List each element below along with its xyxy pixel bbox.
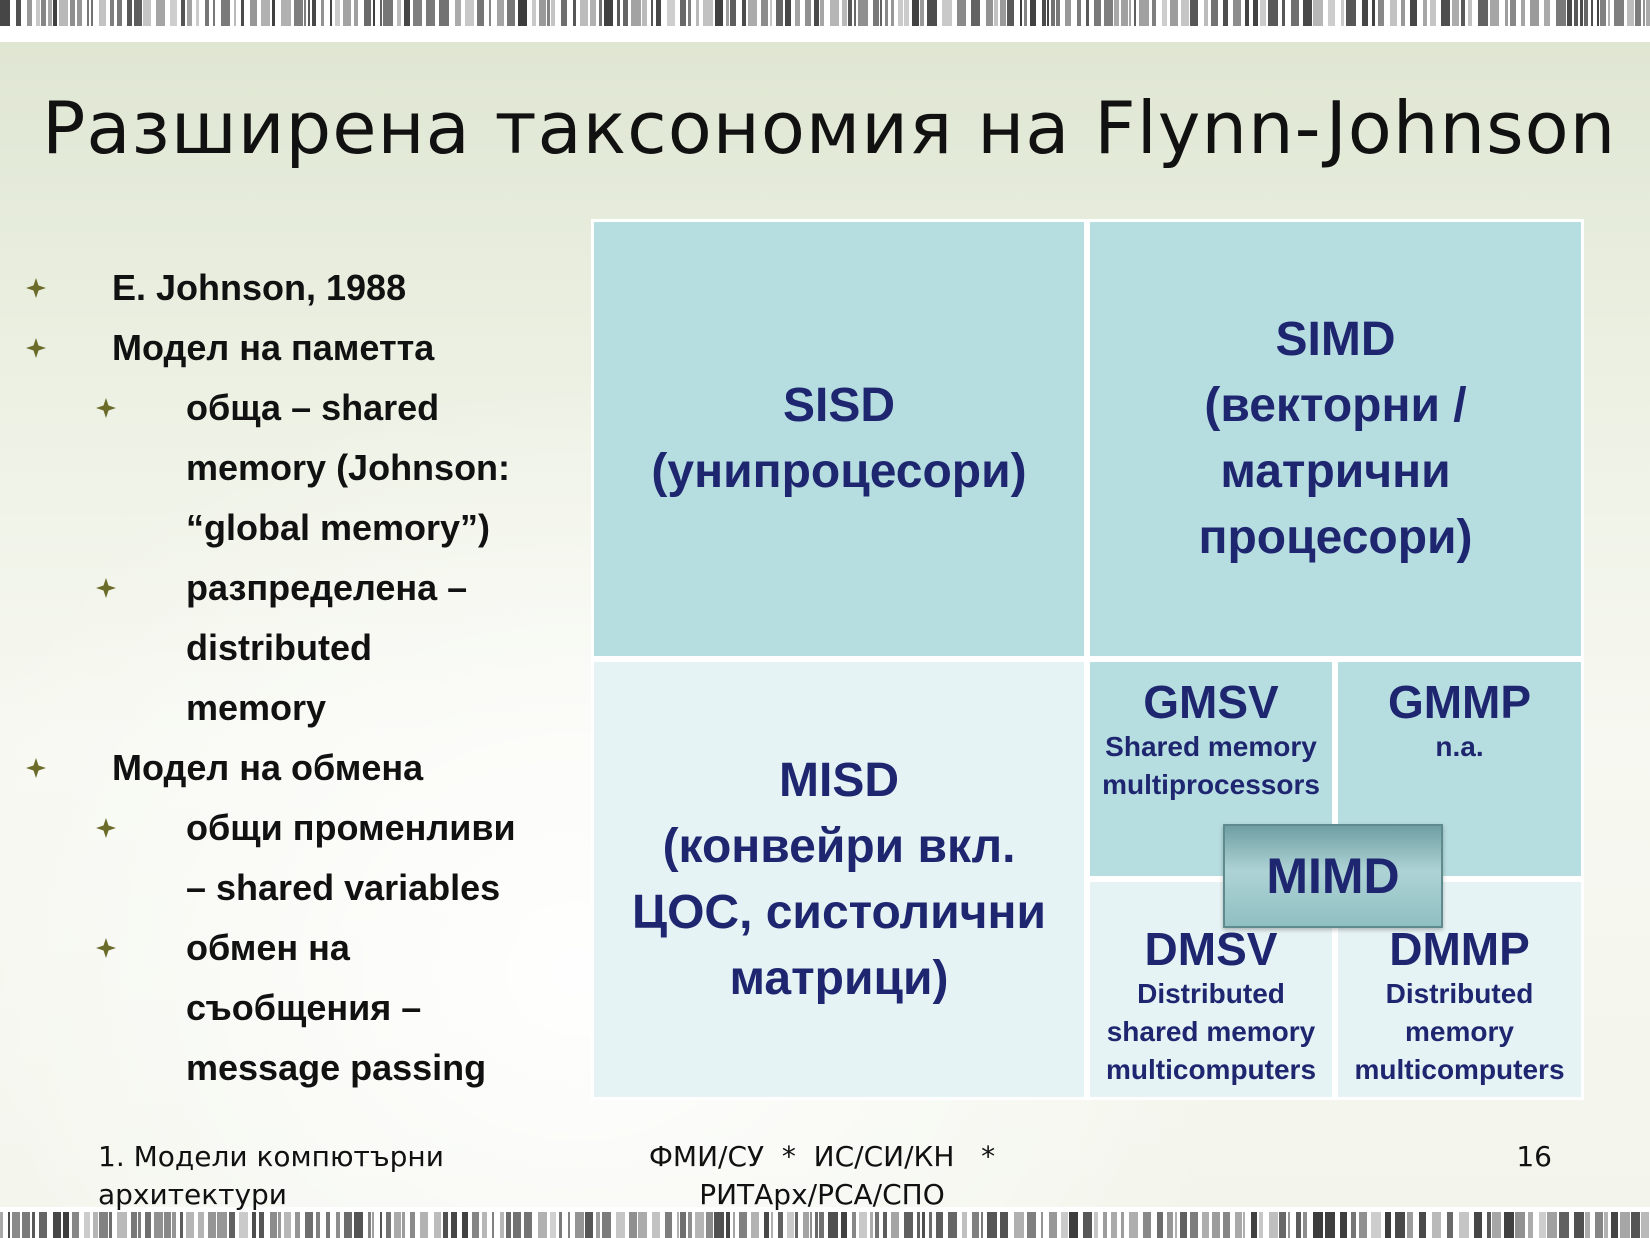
dmsv-desc-2: shared memory — [1106, 1016, 1316, 1047]
bullet-text: обща – shared — [186, 387, 440, 428]
bullet-item: общи променливи — [20, 798, 580, 858]
bottom-stripe-graphic — [0, 1212, 1649, 1238]
footer-institution-line2: РИТАрх/РСА/СПО — [699, 1178, 945, 1211]
bullet-item: съобщения – — [20, 978, 580, 1038]
top-stripe-graphic — [0, 0, 1650, 26]
gmsv-desc-2: multiprocessors — [1102, 769, 1320, 800]
gmsv-cell: GMSV Shared memory multiprocessors — [1087, 659, 1335, 879]
bullet-text: message passing — [186, 1047, 487, 1088]
simd-cell: SIMD (векторни / матрични процесори) — [1087, 219, 1584, 659]
dmmp-desc-1: Distributed — [1385, 978, 1534, 1009]
misd-desc-1: (конвейри вкл. — [662, 819, 1016, 873]
four-point-star-bullet-icon — [96, 578, 116, 598]
bullet-item: message passing — [20, 1038, 580, 1098]
bullet-text: общи променливи — [186, 807, 516, 848]
bullet-item: разпределена – — [20, 558, 580, 618]
misd-desc-2: ЦОС, систолични — [632, 885, 1046, 939]
gmsv-name: GMSV — [1143, 676, 1279, 728]
bullet-text: E. Johnson, 1988 — [112, 267, 407, 308]
bullet-item: distributed — [20, 618, 580, 678]
bullet-text: memory — [186, 687, 327, 728]
footer-course: 1. Модели компютърни архитектури — [98, 1138, 444, 1214]
bottom-barcode-stripe — [0, 1212, 1650, 1238]
dmsv-desc-3: multicomputers — [1105, 1054, 1317, 1085]
footer-institution-line1: ФМИ/СУ * ИС/СИ/КН * — [648, 1140, 996, 1173]
four-point-star-bullet-icon — [26, 338, 46, 358]
slide-number: 16 — [1516, 1140, 1552, 1173]
simd-name: SIMD — [1275, 313, 1396, 366]
bullet-text: – shared variables — [186, 867, 501, 908]
simd-desc-1: (векторни / — [1204, 379, 1467, 432]
dmmp-desc-3: multicomputers — [1354, 1054, 1565, 1085]
gmmp-name: GMMP — [1387, 676, 1532, 728]
misd-name: MISD — [779, 753, 899, 807]
taxonomy-grid: SISD (унипроцесори) SIMD (векторни / мат… — [591, 219, 1584, 1100]
bullet-item: E. Johnson, 1988 — [20, 258, 580, 318]
four-point-star-bullet-icon — [26, 758, 46, 778]
simd-desc-2: матрични — [1220, 445, 1451, 498]
footer-course-line2: архитектури — [98, 1178, 287, 1211]
bullet-text: Модел на паметта — [112, 327, 435, 368]
four-point-star-bullet-icon — [96, 818, 116, 838]
bullet-item: Модел на обмена — [20, 738, 580, 798]
bullet-item: обща – shared — [20, 378, 580, 438]
four-point-star-bullet-icon — [26, 278, 46, 298]
bullet-item: Модел на паметта — [20, 318, 580, 378]
simd-desc-3: процесори) — [1198, 511, 1473, 564]
bullet-text: разпределена – — [186, 567, 468, 608]
gmsv-desc-1: Shared memory — [1105, 731, 1317, 762]
footer-institution: ФМИ/СУ * ИС/СИ/КН * РИТАрх/РСА/СПО — [612, 1138, 1032, 1214]
top-barcode-stripe — [0, 0, 1650, 26]
slide-title: Разширена таксономия на Flynn-Johnson — [42, 86, 1617, 170]
sisd-name: SISD — [782, 379, 896, 432]
bullet-item: “global memory”) — [20, 498, 580, 558]
bullet-text: distributed — [186, 627, 372, 668]
dmsv-name: DMSV — [1144, 923, 1278, 975]
four-point-star-bullet-icon — [96, 398, 116, 418]
dmsv-desc-1: Distributed — [1137, 978, 1285, 1009]
misd-cell: MISD (конвейри вкл. ЦОС, систолични матр… — [591, 659, 1087, 1100]
bullet-text: обмен на — [186, 927, 350, 968]
bullet-item: – shared variables — [20, 858, 580, 918]
sisd-desc: (унипроцесори) — [651, 445, 1027, 498]
bullet-item: memory (Johnson: — [20, 438, 580, 498]
bullet-text: memory (Johnson: — [186, 447, 511, 488]
bullet-text: Модел на обмена — [112, 747, 424, 788]
bullet-text: “global memory”) — [186, 507, 491, 548]
bullet-text: съобщения – — [186, 987, 422, 1028]
bullet-item: обмен на — [20, 918, 580, 978]
sisd-cell: SISD (унипроцесори) — [591, 219, 1087, 659]
misd-desc-3: матрици) — [729, 951, 949, 1005]
footer-course-line1: 1. Модели компютърни — [98, 1140, 444, 1173]
dmmp-desc-2: memory — [1405, 1016, 1514, 1047]
dmmp-name: DMMP — [1389, 923, 1530, 975]
gmmp-desc: n.a. — [1435, 731, 1484, 762]
mimd-label-box: MIMD — [1223, 824, 1443, 928]
bullet-item: memory — [20, 678, 580, 738]
four-point-star-bullet-icon — [96, 938, 116, 958]
gmmp-cell: GMMP n.a. — [1335, 659, 1584, 879]
